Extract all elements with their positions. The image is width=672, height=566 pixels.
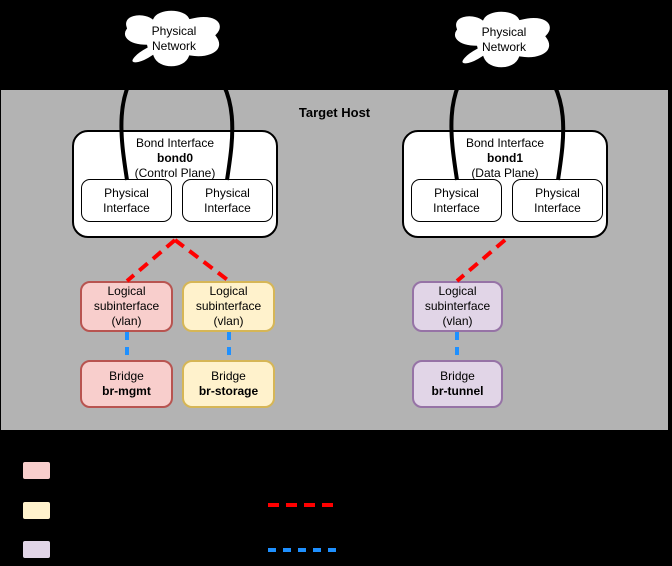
physical-interface-label: Physical Interface (103, 185, 150, 215)
cloud-label-line: Physical (481, 25, 527, 39)
physical-network-label: Physical Network (120, 3, 228, 75)
bond1-name: bond1 (487, 151, 523, 165)
cloud-label-line: Physical (151, 24, 197, 38)
bridge-name: br-mgmt (102, 384, 151, 398)
bond-interface-label: Bond Interface (465, 136, 545, 150)
logical-subinterface-label: Logical subinterface (vlan) (195, 284, 262, 328)
physical-network-label: Physical Network (450, 4, 558, 76)
logical-subinterface-label: Logical subinterface (vlan) (424, 284, 491, 328)
legend-swatch-storage (21, 500, 52, 521)
bridge-label: Bridge (440, 369, 475, 383)
bridge-br-storage-box: Bridge br-storage (182, 360, 275, 408)
legend-swatch-mgmt (21, 460, 52, 481)
bond1-box: Bond Interface bond1 (Data Plane) Physic… (402, 130, 608, 238)
bond0-box: Bond Interface bond0 (Control Plane) Phy… (72, 130, 278, 238)
physical-interface-label: Physical Interface (534, 185, 581, 215)
bridge-br-mgmt-box: Bridge br-mgmt (80, 360, 173, 408)
bridge-name: br-tunnel (431, 384, 484, 398)
bond-interface-label: Bond Interface (135, 136, 215, 150)
bond1-plane-label: (Data Plane) (471, 166, 539, 180)
bond0-title-block: Bond Interface bond0 (Control Plane) (74, 136, 276, 181)
legend-swatch-tunnel (21, 539, 52, 560)
cloud-label-line: Network (481, 40, 526, 54)
physical-interface-label: Physical Interface (204, 185, 251, 215)
bridge-label: Bridge (109, 369, 144, 383)
logical-subinterface-tunnel: Logical subinterface (vlan) (412, 281, 503, 332)
bond1-title-block: Bond Interface bond1 (Data Plane) (404, 136, 606, 181)
physical-interface-label: Physical Interface (433, 185, 480, 215)
bond0-plane-label: (Control Plane) (134, 166, 216, 180)
bond1-physical-interface-2: Physical Interface (512, 179, 603, 222)
bond0-physical-interface-2: Physical Interface (182, 179, 273, 222)
logical-subinterface-label: Logical subinterface (vlan) (93, 284, 160, 328)
logical-subinterface-mgmt: Logical subinterface (vlan) (80, 281, 173, 332)
bond0-physical-interface-1: Physical Interface (81, 179, 172, 222)
bridge-label: Bridge (211, 369, 246, 383)
logical-subinterface-storage: Logical subinterface (vlan) (182, 281, 275, 332)
bridge-name: br-storage (198, 384, 259, 398)
bridge-br-tunnel-box: Bridge br-tunnel (412, 360, 503, 408)
target-host-label: Target Host (298, 105, 371, 120)
cloud-label-line: Network (151, 39, 196, 53)
bond0-name: bond0 (157, 151, 193, 165)
bond1-physical-interface-1: Physical Interface (411, 179, 502, 222)
